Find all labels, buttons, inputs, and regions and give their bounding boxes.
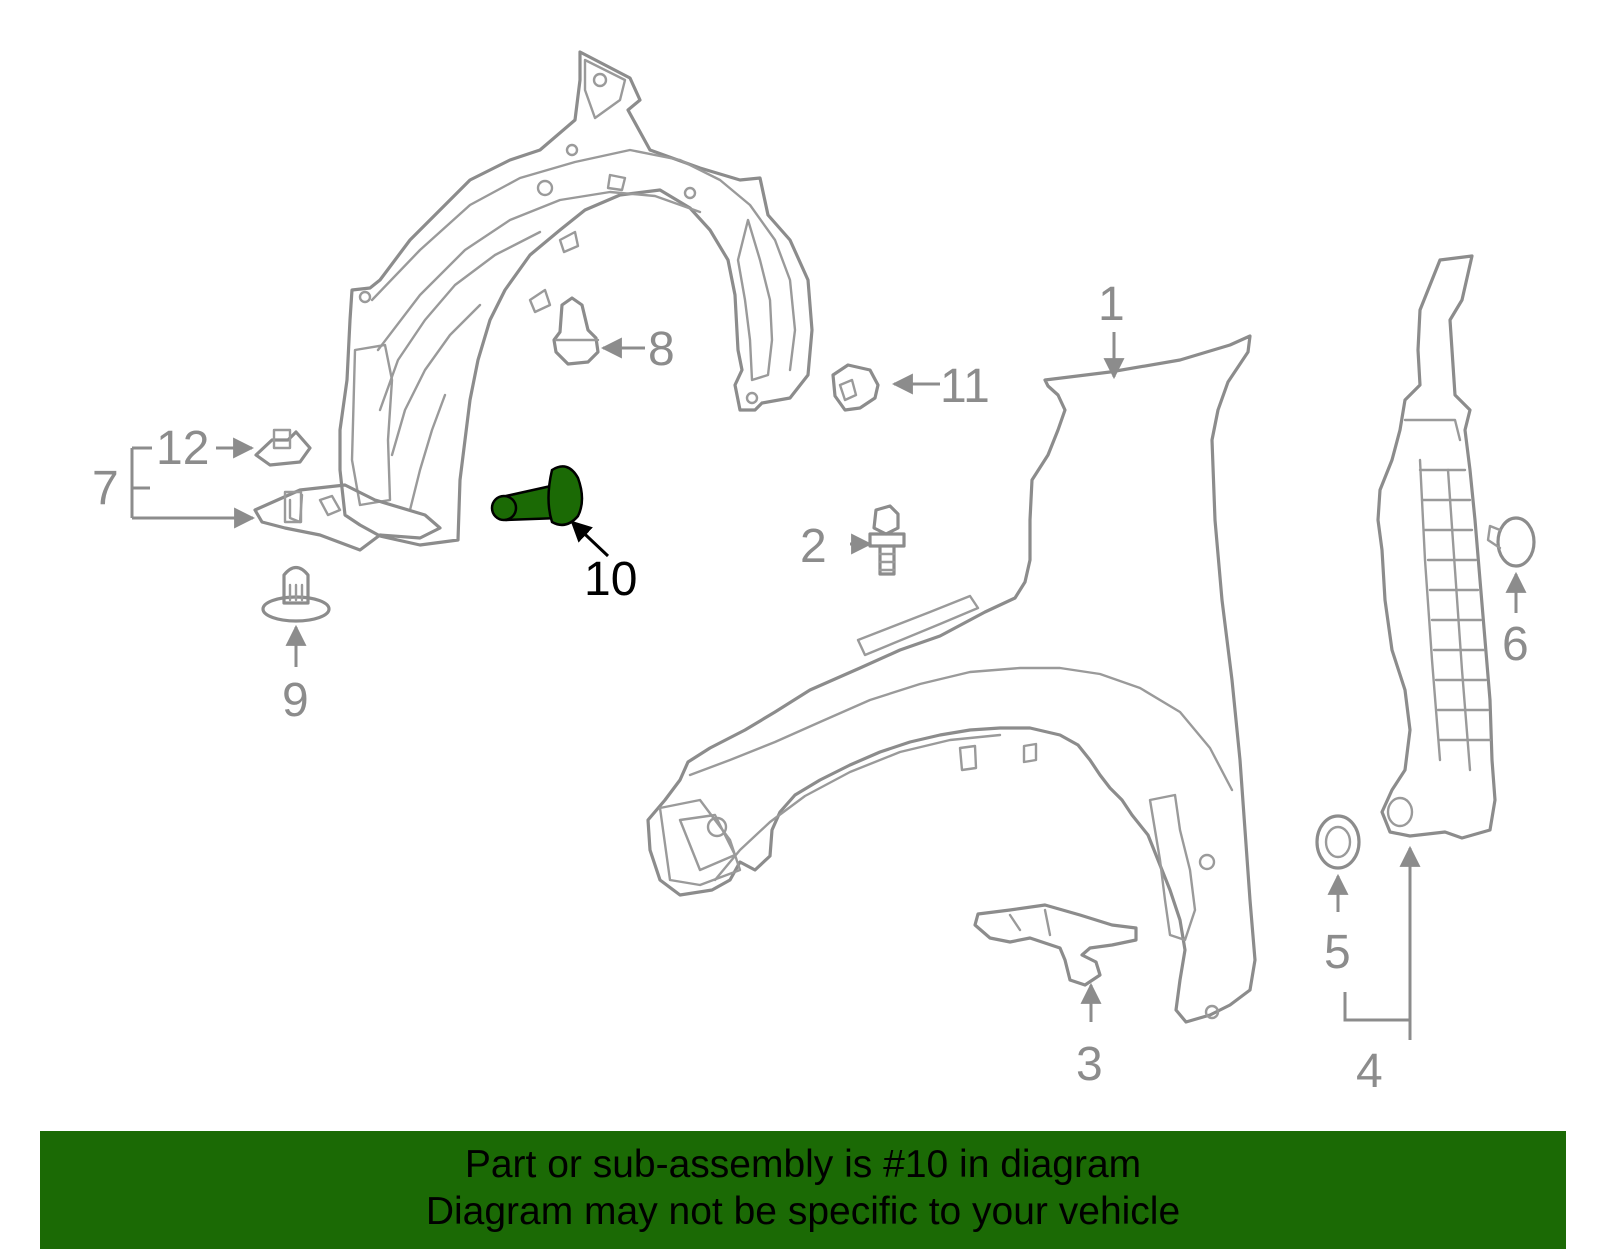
part-10-highlighted: [490, 465, 584, 527]
callout-8: 8: [648, 323, 675, 376]
callout-5: 5: [1324, 926, 1351, 979]
callout-3: 3: [1076, 1038, 1103, 1091]
info-banner: Part or sub-assembly is #10 in diagram D…: [40, 1131, 1566, 1249]
callout-9: 9: [282, 674, 309, 727]
callout-7: 7: [92, 462, 119, 515]
clip-12: [254, 428, 312, 467]
bracket-3: [973, 903, 1138, 987]
bolt-2: [868, 504, 906, 576]
callout-2: 2: [800, 520, 827, 573]
clip-6: [1486, 516, 1536, 568]
callout-12: 12: [156, 422, 209, 475]
liner-bracket: [253, 483, 442, 552]
clip-9: [261, 565, 331, 623]
callout-11: 11: [940, 360, 990, 413]
banner-line-1: Part or sub-assembly is #10 in diagram: [464, 1143, 1142, 1186]
washer-5: [1315, 814, 1361, 870]
callout-6: 6: [1502, 618, 1529, 671]
clip-8: [552, 296, 600, 366]
callout-1: 1: [1098, 278, 1125, 331]
banner-line-2: Diagram may not be specific to your vehi…: [425, 1190, 1181, 1233]
callout-4: 4: [1356, 1045, 1383, 1098]
fender: [646, 334, 1257, 1024]
callout-10: 10: [584, 553, 637, 606]
clip-11: [831, 363, 880, 412]
leader-lines: [130, 332, 1527, 1040]
fender-liner: [338, 50, 814, 547]
seal-4: [1376, 254, 1497, 840]
